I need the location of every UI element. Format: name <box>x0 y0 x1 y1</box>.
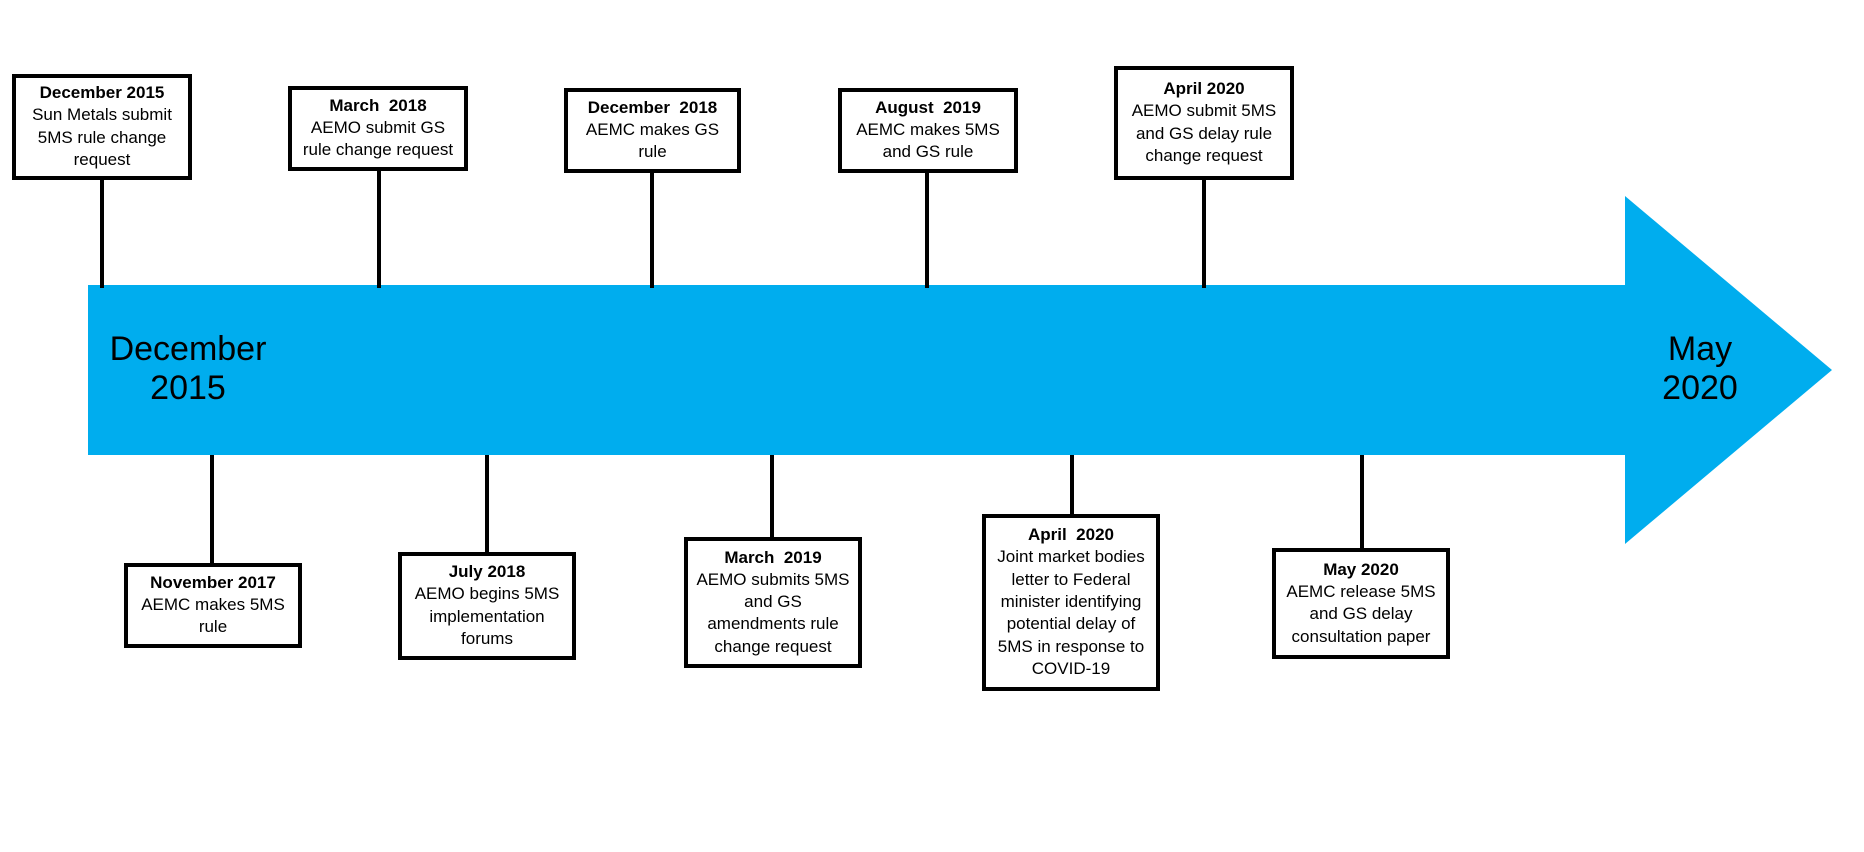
event-date: April 2020 <box>1163 79 1245 99</box>
event-date: March 2019 <box>724 547 822 567</box>
event-date: July 2018 <box>448 562 526 582</box>
event-description: AEMC makes GS rule <box>585 119 720 162</box>
connector-stem <box>485 455 489 552</box>
event-description: Sun Metals submit 5MS rule change reques… <box>32 105 172 170</box>
event-description: AEMO submits 5MS and GS amendments rule … <box>696 569 850 656</box>
event-date: March 2018 <box>329 96 427 116</box>
timeline-start-label: December 2015 <box>109 330 267 408</box>
timeline-end-label: May 2020 <box>1662 330 1738 408</box>
connector-stem <box>1070 455 1074 514</box>
event-date: April 2020 <box>1028 525 1114 545</box>
connector-stem <box>770 455 774 537</box>
event-date: November 2017 <box>150 573 276 593</box>
event-description: AEMO submit GS rule change request <box>302 117 454 160</box>
event-description: AEMC release 5MS and GS delay consultati… <box>1286 581 1436 646</box>
connector-stem <box>925 173 929 288</box>
event-description: AEMO submit 5MS and GS delay rule change… <box>1131 101 1277 166</box>
event-description: AEMO begins 5MS implementation forums <box>414 584 560 649</box>
connector-stem <box>377 171 381 288</box>
event-description: AEMC makes 5MS and GS rule <box>856 119 1000 162</box>
event-date: May 2020 <box>1323 559 1399 579</box>
event-date: December 2015 <box>39 83 165 103</box>
connector-stem <box>1360 455 1364 548</box>
event-description: AEMC makes 5MS rule <box>141 594 285 637</box>
connector-stem <box>100 180 104 288</box>
event-description: Joint market bodies letter to Federal mi… <box>997 547 1145 679</box>
connector-stem <box>210 455 214 563</box>
event-date: August 2019 <box>875 98 981 118</box>
event-date: December 2018 <box>587 98 718 118</box>
connector-stem <box>1202 180 1206 288</box>
connector-stem <box>650 173 654 288</box>
